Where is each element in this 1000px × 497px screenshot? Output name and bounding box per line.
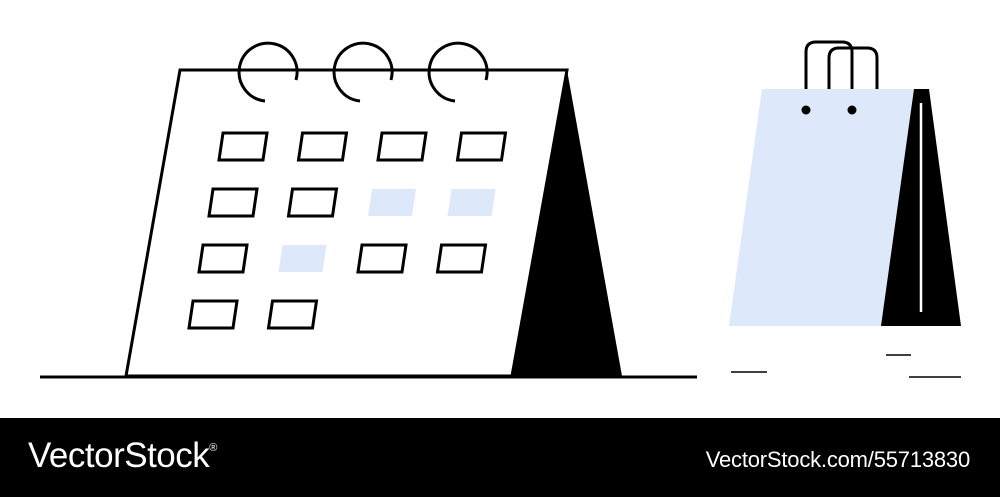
calendar-ring <box>332 41 394 103</box>
calendar-cell-highlighted <box>368 189 416 216</box>
bag-handles <box>804 40 879 110</box>
calendar-page <box>124 68 569 378</box>
watermark-bar: VectorStock® VectorStock.com/55713830 <box>0 418 1000 497</box>
calendar-rings <box>237 41 489 103</box>
calendar-cell <box>286 187 339 218</box>
calendar-cell-highlighted <box>447 189 496 216</box>
calendar-cell <box>455 131 508 162</box>
calendar-cell <box>197 243 249 274</box>
calendar-cell <box>217 131 269 162</box>
calendar-cell-highlighted <box>278 245 327 272</box>
calendar-grid <box>187 131 508 330</box>
bag-floor-dashes <box>731 354 961 378</box>
bag-handle <box>827 46 879 90</box>
calendar-ring <box>427 41 489 103</box>
calendar-stand <box>512 70 622 376</box>
illustration <box>40 40 961 379</box>
image-id: VectorStock.com/55713830 <box>705 447 970 472</box>
brand-mark: ® <box>209 442 217 454</box>
shopping-bag-icon <box>729 40 961 378</box>
calendar-cell <box>207 187 259 218</box>
calendar-cell <box>435 243 488 274</box>
calendar-cell <box>356 243 408 274</box>
calendar-ring <box>237 41 299 103</box>
calendar-icon <box>124 41 622 378</box>
bag-rivet <box>801 105 811 115</box>
calendar-cell <box>187 299 239 330</box>
bag-rivet <box>847 105 857 115</box>
calendar-cell <box>266 299 319 330</box>
brand-logo: VectorStock® <box>28 436 217 476</box>
calendar-cell <box>296 131 349 162</box>
brand-name: VectorStock <box>28 436 210 475</box>
bag-front <box>729 89 914 326</box>
calendar-cell <box>376 131 428 162</box>
